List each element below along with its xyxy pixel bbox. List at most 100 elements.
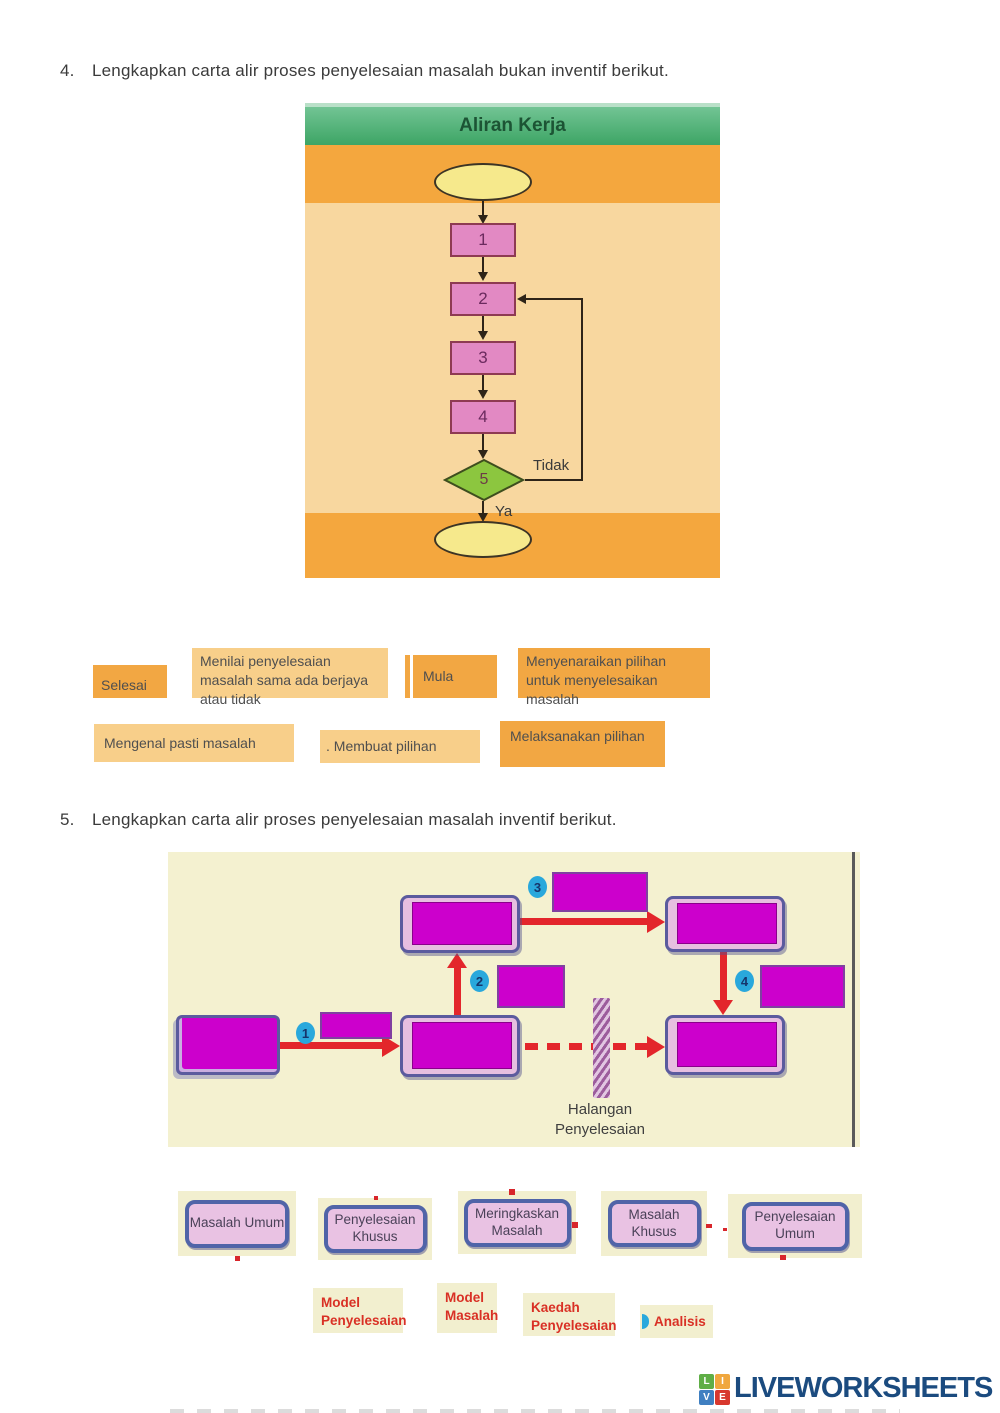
arrow-head [478,272,488,281]
flow-step-number: 5 [479,471,489,488]
diagram-box-fill [677,903,777,944]
answer-box-meringkaskan-masalah[interactable]: Meringkaskan Masalah [463,1198,571,1247]
answer-tile: Penyelesaian Khusus [318,1198,432,1260]
answer-chip-membuat[interactable]: . Membuat pilihan [320,730,480,763]
question-5-number: 5. [60,810,75,829]
diagram-box-fill [412,1022,512,1069]
drag-marker [572,1222,578,1228]
flow-step-number: 3 [478,348,488,367]
answer-chip-analisis-label: Analisis [654,1313,706,1329]
answer-chip-kaedah-penyelesaian[interactable]: Kaedah Penyelesaian [523,1293,617,1336]
arrow-line [482,375,484,392]
flow-start-ellipse[interactable] [434,163,532,201]
answer-chip-model-masalah[interactable]: Model Masalah [437,1283,498,1333]
arrow-head [478,390,488,399]
red-arrow-line [454,966,461,1015]
flow-decision-diamond[interactable]: 5 [442,458,526,502]
red-arrow-line [720,952,727,1002]
flow-end-ellipse[interactable] [434,521,532,558]
step-circle-2: 2 [470,970,489,992]
brand-wordmark: LIVEWORKSHEETS [734,1372,993,1404]
q5-diagram: Halangan Penyelesaian 1 2 3 4 [168,852,860,1147]
diagram-box-fill [677,1022,777,1067]
flow-step-box-2[interactable]: 2 [450,282,516,316]
page-edge-artifact [170,1409,900,1413]
step-circle-4: 4 [735,970,754,992]
diagram-box-bottom-middle[interactable] [400,1015,520,1077]
logo-letter: I [715,1374,730,1389]
arrow-line [482,201,484,217]
flow-step-box-1[interactable]: 1 [450,223,516,257]
flowchart-title: Aliran Kerja [305,103,720,145]
diamond-shape [442,458,526,502]
liveworksheets-logo-icon: L I V E [699,1374,730,1405]
logo-letter: V [699,1390,714,1405]
drag-handle-icon [642,1314,649,1329]
arrow-head [478,215,488,224]
answer-chip-analisis[interactable]: Analisis [640,1305,713,1338]
diagram-box-top-right[interactable] [665,896,785,952]
answer-tile: Masalah Umum [178,1191,296,1256]
arrow-line [482,434,484,452]
red-dashed-arrow-line [525,1043,647,1050]
loop-line-bottom [525,479,583,481]
arrow-head [478,450,488,459]
question-4: 4. Lengkapkan carta alir proses penyeles… [60,61,920,81]
answer-chip-menyenaraikan[interactable]: Menyenaraikan pilihan untuk menyelesaika… [518,648,710,707]
answer-box-masalah-khusus[interactable]: Masalah Khusus [607,1200,701,1247]
arrow-line [482,316,484,333]
logo-letter: E [715,1390,730,1405]
drag-marker [723,1228,727,1231]
arrow-line [482,257,484,273]
diagram-label-slot-3[interactable] [552,872,648,912]
answer-chip-mula[interactable]: Mula [413,655,497,698]
red-arrow-head [382,1035,400,1057]
arrow-head [517,294,526,304]
flow-step-number: 4 [478,407,488,426]
answer-tile: Penyelesaian Umum [728,1194,862,1258]
barrier-wall [593,998,610,1098]
arrow-head [478,331,488,340]
answer-chip-menilai[interactable]: Menilai penyelesaian masalah sama ada be… [192,648,388,707]
diagram-box-bottom-right[interactable] [665,1015,785,1075]
question-4-number: 4. [60,61,75,80]
red-arrow-head [647,911,665,933]
diagram-box-bottom-left[interactable] [176,1015,280,1075]
step-circle-3: 3 [528,876,547,898]
diagram-right-edge [852,852,855,1147]
flow-step-box-3[interactable]: 3 [450,341,516,375]
question-5: 5. Lengkapkan carta alir proses penyeles… [60,810,920,830]
diagram-label-slot-4[interactable] [760,965,845,1008]
barrier-label: Halangan Penyelesaian [554,1101,646,1139]
logo-letter: L [699,1374,714,1389]
answer-box-penyelesaian-umum[interactable]: Penyelesaian Umum [741,1201,849,1251]
answer-chip-model-penyelesaian[interactable]: Model Penyelesaian [313,1288,407,1333]
answer-box-masalah-umum[interactable]: Masalah Umum [185,1199,289,1248]
chip-edge-stripe [405,655,410,698]
question-5-text: Lengkapkan carta alir proses penyelesaia… [92,810,617,829]
loop-line-top [525,298,583,300]
arrow-head [478,513,488,522]
branch-no-label: Tidak [533,457,570,474]
diagram-box-top-left[interactable] [400,895,520,953]
answer-box-penyelesaian-khusus[interactable]: Penyelesaian Khusus [323,1205,427,1253]
answer-chip-mengenal[interactable]: Mengenal pasti masalah [94,724,294,762]
branch-yes-label: Ya [495,503,513,520]
diagram-label-slot-2[interactable] [497,965,565,1008]
red-arrow-head [647,1036,665,1058]
flow-step-number: 1 [478,230,488,249]
drag-marker [374,1196,378,1200]
step-circle-1: 1 [296,1022,315,1044]
red-arrow-line [520,918,650,925]
answer-chip-melaksanakan[interactable]: Melaksanakan pilihan [500,721,665,767]
answer-tile: Meringkaskan Masalah [458,1191,576,1254]
arrow-line [482,501,484,515]
question-4-text: Lengkapkan carta alir proses penyelesaia… [92,61,669,80]
answer-tile: Masalah Khusus [601,1191,707,1256]
flow-step-box-4[interactable]: 4 [450,400,516,434]
drag-marker [235,1256,240,1261]
diagram-label-slot-1[interactable] [320,1012,392,1039]
q4-flowchart: Aliran Kerja 1 2 3 4 5 [305,103,720,578]
answer-chip-selesai[interactable]: Selesai [93,665,167,698]
